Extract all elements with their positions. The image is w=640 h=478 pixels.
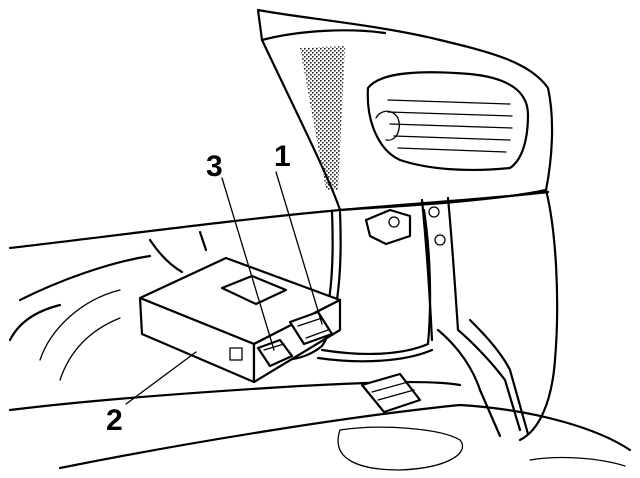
- leader-line-3: [221, 177, 275, 351]
- callout-1: 1: [274, 140, 291, 173]
- callout-2: 2: [106, 404, 123, 437]
- leader-line-2: [125, 351, 197, 405]
- leader-line-1: [275, 171, 323, 325]
- parcel-shelf-edge: [8, 188, 559, 442]
- roof-shading: [300, 46, 345, 190]
- connector-1: [288, 310, 334, 346]
- air-vent: [366, 71, 530, 171]
- trunk-floor: [8, 230, 632, 471]
- connector-3: [256, 338, 294, 368]
- leader-lines: [125, 171, 323, 405]
- callout-3: 3: [206, 150, 223, 183]
- side-wall: [420, 196, 530, 438]
- floor-strap: [360, 372, 422, 414]
- mounting-bracket: [364, 208, 412, 246]
